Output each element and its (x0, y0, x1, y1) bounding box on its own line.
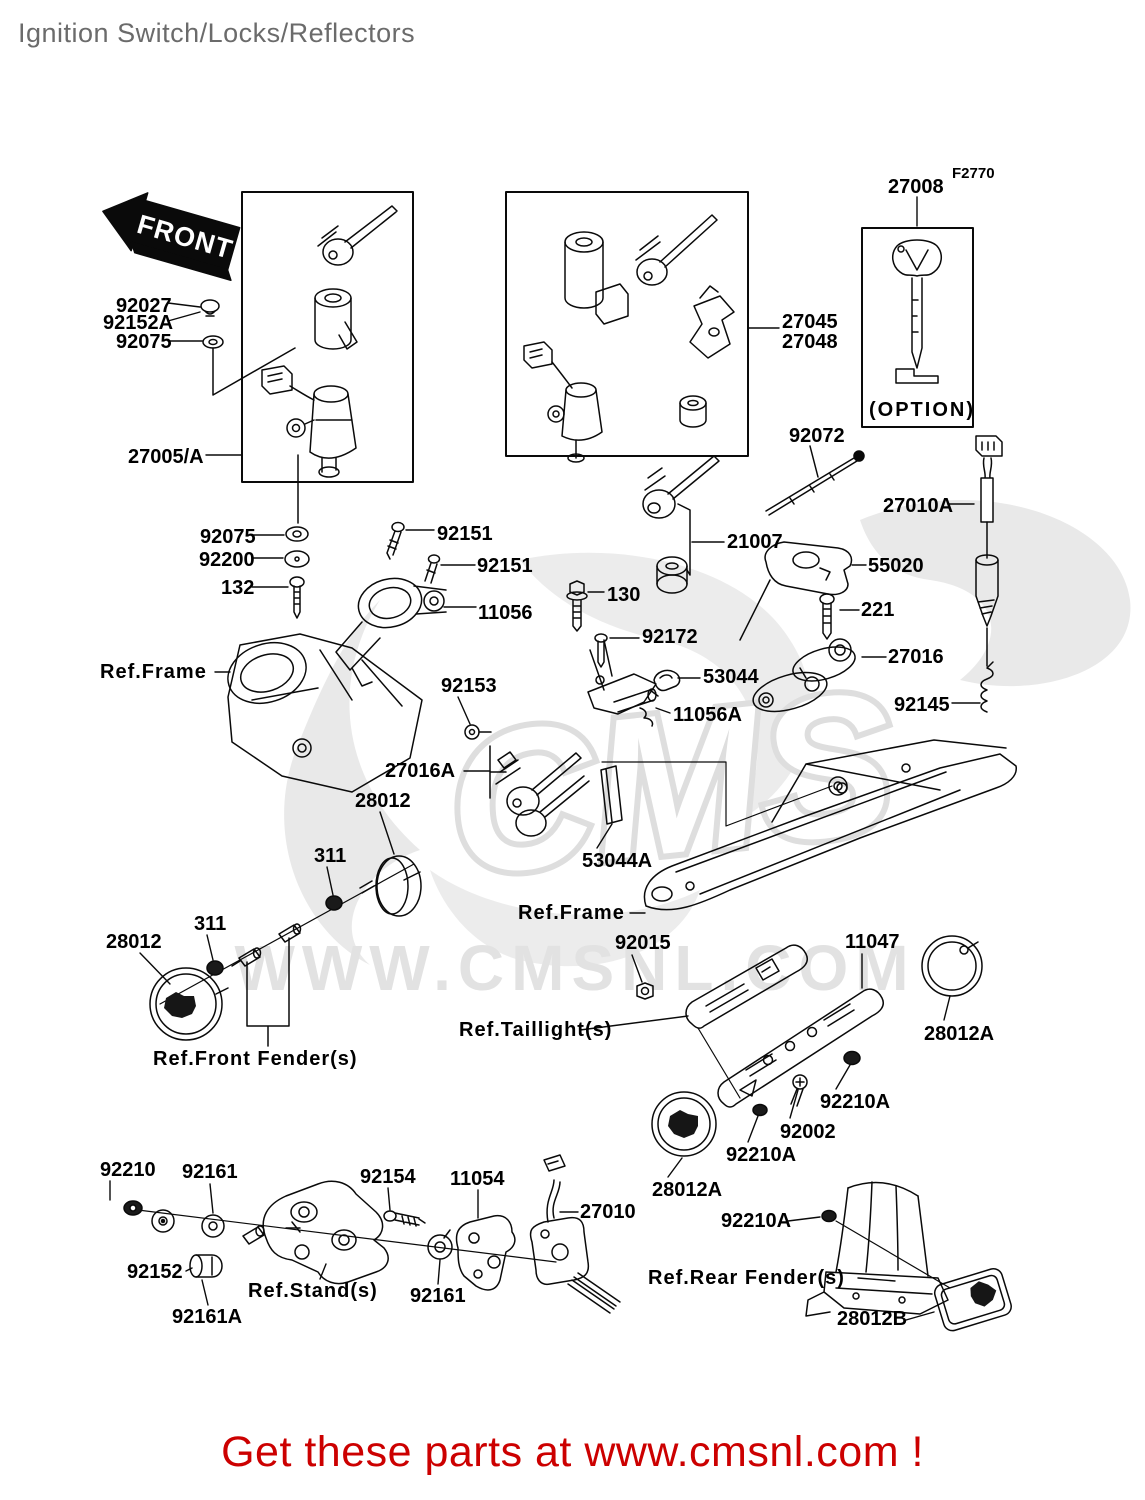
part-label-55020: 55020 (868, 555, 924, 577)
pin-53044A-art (600, 765, 623, 825)
part-label-92151-a: 92151 (437, 523, 493, 545)
ref-label-taillight: Ref.Taillight(s) (459, 1019, 613, 1041)
bracket-11056-art (335, 577, 447, 687)
part-label-11056: 11056 (478, 602, 533, 624)
part-label-53044A: 53044A (582, 850, 653, 872)
part-label-28012A-b: 28012A (652, 1179, 723, 1201)
ref-label-stand: Ref.Stand(s) (248, 1280, 378, 1302)
part-label-92027: 92027 (116, 295, 172, 317)
svg-text:WWW.CMSNL.COM: WWW.CMSNL.COM (234, 932, 915, 1004)
stand-group-art (123, 1180, 557, 1285)
part-label-27045: 27045 (782, 311, 838, 333)
part-label-92152A: 92152A (103, 312, 174, 334)
plate-11054-art (455, 1214, 516, 1291)
part-label-92210: 92210 (100, 1159, 156, 1181)
rivet-92153-art (464, 724, 492, 740)
ref-label-front-fender: Ref.Front Fender(s) (153, 1048, 358, 1070)
switch-cable-27010A-art (975, 435, 1003, 713)
svg-text:CMS: CMS (438, 650, 903, 918)
part-label-28012-a: 28012 (355, 790, 411, 812)
switch-27010-art (529, 1154, 621, 1314)
assembly-box-27045 (505, 191, 749, 457)
part-label-92075-a: 92075 (116, 331, 172, 353)
part-label-92072: 92072 (789, 425, 845, 447)
part-label-11054: 11054 (450, 1168, 505, 1190)
lock-27016-art (752, 638, 856, 713)
part-label-92161-b: 92161 (410, 1285, 466, 1307)
part-label-92210A-c: 92210A (721, 1210, 792, 1232)
bracket-55020-art (739, 541, 853, 641)
part-label-27010: 27010 (580, 1201, 636, 1223)
part-label-92153: 92153 (441, 675, 497, 697)
washer-screw-stack-art (284, 454, 310, 619)
option-key-27008-art (892, 239, 942, 384)
figure-code-label: F2770 (952, 165, 995, 182)
part-label-92210A-a: 92210A (820, 1091, 891, 1113)
part-label-27048: 27048 (782, 331, 838, 353)
part-label-28012B: 28012B (837, 1308, 908, 1330)
part-label-21007: 21007 (727, 531, 783, 553)
front-reflector-28012-art (149, 855, 422, 1047)
part-label-221: 221 (861, 599, 895, 621)
rear-reflector-28012A-art (651, 935, 983, 1157)
part-label-92210A-b: 92210A (726, 1144, 797, 1166)
part-label-92161-a: 92161 (182, 1161, 238, 1183)
part-label-92151-b: 92151 (477, 555, 533, 577)
screws-92151-art (386, 521, 441, 584)
screw-92172-art (594, 633, 608, 668)
reflector-28012B-art (933, 1268, 1012, 1332)
part-label-92075-b: 92075 (200, 526, 256, 548)
ref-label-frame-b: Ref.Frame (518, 902, 625, 924)
part-label-92154: 92154 (360, 1166, 416, 1188)
cable-tie-92072-art (765, 445, 865, 516)
part-label-27008: 27008 (888, 176, 944, 198)
part-label-92200: 92200 (199, 549, 255, 571)
part-label-92015: 92015 (615, 932, 671, 954)
keys-27016A-art (489, 745, 590, 837)
ignition-switch-27005-art (261, 205, 398, 478)
holder-11056A-art (587, 639, 657, 727)
cms-watermark: CMS WWW.CMSNL.COM (234, 499, 1131, 1004)
part-label-92172: 92172 (642, 626, 698, 648)
part-label-92161A: 92161A (172, 1306, 243, 1328)
part-label-11056A: 11056A (673, 704, 742, 726)
key-21007-art (642, 455, 725, 594)
taillight-fasteners-art (752, 1050, 861, 1117)
option-label: (OPTION) (869, 399, 975, 421)
lock-set-27045-art (523, 214, 735, 463)
ref-label-rear-fender: Ref.Rear Fender(s) (648, 1267, 845, 1289)
part-label-92152: 92152 (127, 1261, 183, 1283)
rear-fender-art (805, 1181, 951, 1317)
grommet-92027-92152A-art (200, 299, 296, 396)
footer-promo-text: Get these parts at www.cmsnl.com ! (221, 1428, 924, 1476)
part-label-27005A: 27005/A (128, 446, 204, 468)
assembly-box-27008-option (861, 227, 974, 428)
part-label-130: 130 (607, 584, 641, 606)
screw-221-art (819, 593, 835, 640)
frame-head-art (227, 633, 423, 793)
taillight-bracket-art (636, 944, 884, 1108)
rear-frame-art (601, 739, 1017, 911)
part-label-92002: 92002 (780, 1121, 836, 1143)
part-label-311-b: 311 (194, 913, 227, 935)
assembly-box-27005 (241, 191, 414, 483)
front-arrow: FRONT (102, 192, 241, 282)
bolt-130-art (566, 580, 588, 632)
part-label-27016A: 27016A (385, 760, 456, 782)
part-label-28012-b: 28012 (106, 931, 162, 953)
part-label-11047: 11047 (845, 931, 900, 953)
part-label-311-a: 311 (314, 845, 347, 867)
part-label-53044: 53044 (703, 666, 759, 688)
part-label-28012A-a: 28012A (924, 1023, 995, 1045)
leader-lines (109, 196, 981, 1321)
ref-label-frame-a: Ref.Frame (100, 661, 207, 683)
page-title: Ignition Switch/Locks/Reflectors (18, 18, 416, 48)
part-label-92145: 92145 (894, 694, 950, 716)
part-label-27010A: 27010A (883, 495, 954, 517)
part-label-132: 132 (221, 577, 255, 599)
part-label-27016: 27016 (888, 646, 944, 668)
